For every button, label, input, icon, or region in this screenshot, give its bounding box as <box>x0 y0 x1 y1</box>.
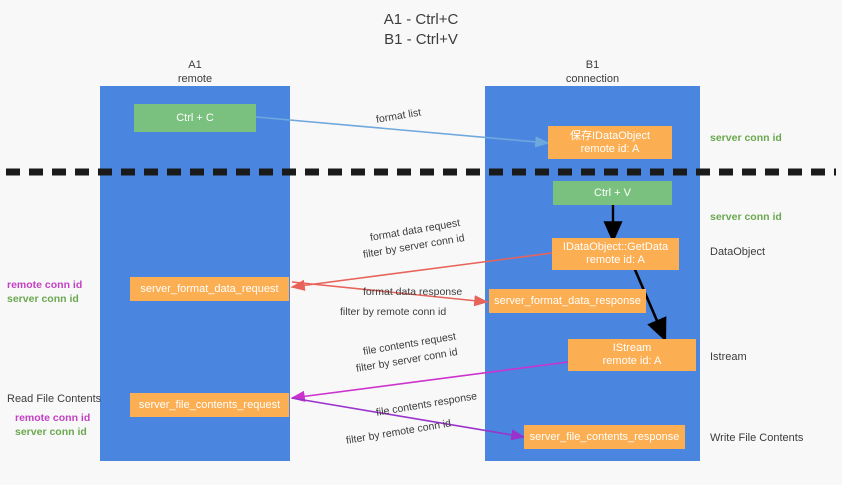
box-server-file-contents-request-label: server_file_contents_request <box>138 398 281 411</box>
left-label-conn-ids-upper: remote conn id server conn id <box>7 278 82 306</box>
box-getdata-line1: IDataObject::GetData <box>562 241 669 253</box>
left-label-conn-ids-lower: remote conn id server conn id <box>15 411 90 439</box>
lane-header-b1-name: B1 <box>585 59 600 71</box>
box-istream[interactable]: IStream remote id: A <box>568 339 696 371</box>
right-label-server-conn-id-mid: server conn id <box>710 211 782 223</box>
annotation-format-list: format list <box>375 106 423 126</box>
box-istream-line2: remote id: A <box>602 355 662 367</box>
box-ctrl-v-label: Ctrl + V <box>594 186 631 199</box>
lane-header-a1-name: A1 <box>188 59 202 71</box>
page-title: A1 - Ctrl+C B1 - Ctrl+V <box>0 10 842 50</box>
title-line-1: A1 - Ctrl+C <box>383 11 459 28</box>
left-remote-conn-id: remote conn id <box>7 279 83 291</box>
lane-header-b1-sub: connection <box>565 73 620 85</box>
left-remote-conn-id: remote conn id <box>15 412 91 424</box>
annotation-file-contents-response-filter: filter by remote conn id <box>345 416 452 447</box>
box-server-format-data-response-label: server_format_data_response <box>494 294 641 307</box>
title-line-2: B1 - Ctrl+V <box>384 31 458 48</box>
box-ctrl-c-label: Ctrl + C <box>176 111 214 124</box>
box-getdata[interactable]: IDataObject::GetData remote id: A <box>552 238 679 270</box>
right-label-server-conn-id-top: server conn id <box>710 132 782 144</box>
box-save-idataobject-line2: remote id: A <box>580 142 640 155</box>
annotation-file-contents-response: file contents response <box>375 390 478 419</box>
left-label-read-file-contents: Read File Contents <box>7 393 102 405</box>
annotation-format-data-response-filter: filter by remote conn id <box>340 305 446 319</box>
box-ctrl-c[interactable]: Ctrl + C <box>134 104 256 132</box>
filter-by-text: filter by <box>340 306 377 318</box>
right-label-write-file-contents: Write File Contents <box>710 432 804 444</box>
remote-conn-id-text: remote conn id <box>381 417 452 441</box>
box-server-file-contents-request[interactable]: server_file_contents_request <box>130 393 289 417</box>
left-server-conn-id: server conn id <box>15 426 87 438</box>
box-getdata-line2: remote id: A <box>586 254 645 266</box>
lane-header-b1: B1 connection <box>485 58 700 86</box>
box-server-file-contents-response-label: server_file_contents_response <box>529 430 680 443</box>
filter-by-text: filter by <box>355 356 394 375</box>
box-server-file-contents-response[interactable]: server_file_contents_response <box>524 425 685 449</box>
remote-conn-id-text: remote conn id <box>376 306 447 318</box>
filter-by-text: filter by <box>362 242 401 261</box>
filter-by-text: filter by <box>345 428 384 447</box>
right-label-data-object: DataObject <box>710 246 766 258</box>
lane-header-a1: A1 remote <box>100 58 290 86</box>
annotation-format-data-response: format data response <box>363 286 463 298</box>
box-server-format-data-request[interactable]: server_format_data_request <box>130 277 289 301</box>
box-server-format-data-response[interactable]: server_format_data_response <box>489 289 646 313</box>
box-server-format-data-request-label: server_format_data_request <box>140 282 279 295</box>
lane-header-a1-sub: remote <box>177 73 213 85</box>
box-istream-line1: IStream <box>612 342 652 354</box>
box-save-idataobject[interactable]: 保存IDataObject remote id: A <box>548 126 672 159</box>
left-server-conn-id: server conn id <box>7 293 79 305</box>
right-label-istream: Istream <box>710 351 747 363</box>
box-save-idataobject-line1: 保存IDataObject <box>569 129 651 142</box>
box-ctrl-v[interactable]: Ctrl + V <box>553 181 672 205</box>
